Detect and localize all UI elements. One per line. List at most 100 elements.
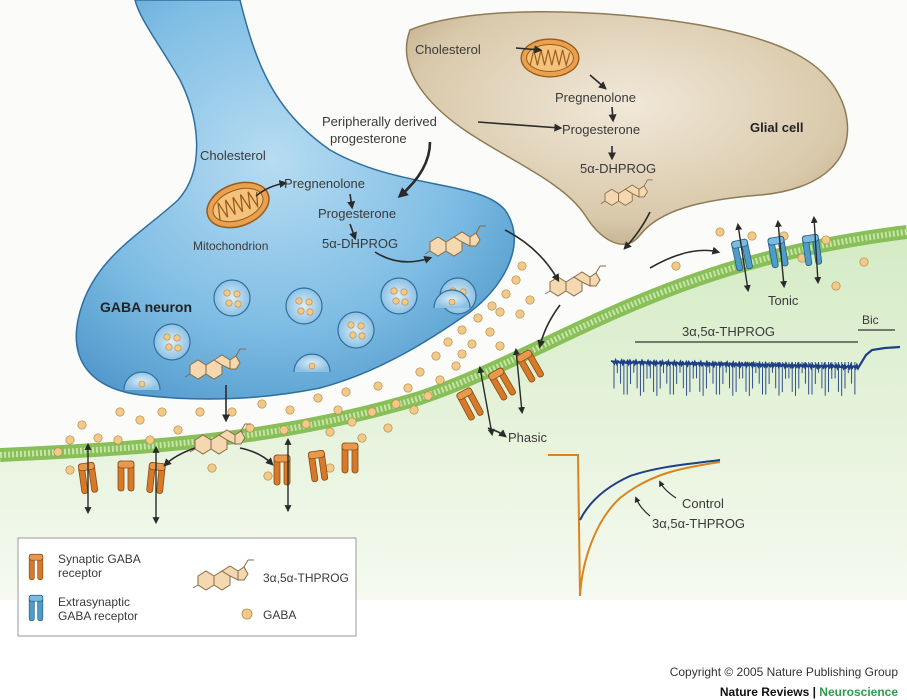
- gaba-dot: [451, 361, 461, 371]
- gaba-dot: [487, 301, 497, 311]
- legend-synaptic-line2: receptor: [58, 566, 102, 580]
- mitochondrion-glial-icon: [520, 38, 580, 78]
- gaba-dot: [145, 435, 155, 445]
- gaba-dot: [391, 399, 401, 409]
- gaba-dot: [467, 339, 477, 349]
- pathway-arrows: [163, 45, 721, 467]
- label-dhprog-glial: 5α-DHPROG: [580, 161, 656, 176]
- legend-synaptic-line1: Synaptic GABA: [58, 552, 141, 566]
- gaba-dot: [53, 447, 63, 457]
- legend-extrasynaptic-line2: GABA receptor: [58, 609, 138, 623]
- ion-flow-arrow: [735, 222, 751, 293]
- gaba-dot: [325, 427, 335, 437]
- gaba-dot: [279, 425, 289, 435]
- gaba-dot: [485, 327, 495, 337]
- gaba-dot: [715, 227, 725, 237]
- ion-flow-arrow: [774, 219, 788, 289]
- label-pregnenolone-neuron: Pregnenolone: [284, 176, 365, 191]
- label-dhprog-neuron: 5α-DHPROG: [322, 236, 398, 251]
- gaba-dot: [157, 407, 167, 417]
- label-cholesterol-neuron: Cholesterol: [200, 148, 266, 163]
- label-peripheral-1: Peripherally derived: [322, 114, 437, 129]
- gaba-dot: [423, 391, 433, 401]
- vesicle: [380, 277, 418, 315]
- label-progesterone-neuron: Progesterone: [318, 206, 396, 221]
- gaba-dot: [113, 435, 123, 445]
- label-control: Control: [682, 496, 724, 511]
- gaba-dot: [525, 295, 535, 305]
- gaba-dot: [431, 351, 441, 361]
- copyright: Copyright © 2005 Nature Publishing Group: [670, 665, 899, 679]
- gaba-dot: [227, 407, 237, 417]
- label-thprog-trace: 3α,5α-THPROG: [652, 516, 745, 531]
- gaba-dot: [457, 349, 467, 359]
- vesicles: [123, 277, 477, 391]
- journal-section: Neuroscience: [819, 685, 898, 699]
- label-peripheral-2: progesterone: [330, 131, 407, 146]
- gaba-dot: [821, 235, 831, 245]
- gaba-dot: [301, 419, 311, 429]
- label-gaba-neuron: GABA neuron: [100, 299, 192, 315]
- gaba-dots: [53, 227, 869, 481]
- gaba-dot: [341, 387, 351, 397]
- gaba-dot: [443, 337, 453, 347]
- fusing-vesicle: [293, 353, 331, 373]
- ion-flow-arrow: [810, 215, 822, 285]
- gaba-dot: [195, 407, 205, 417]
- tonic-current-trace: [610, 345, 901, 396]
- journal-brand: Nature Reviews | Neuroscience: [720, 685, 898, 699]
- gaba-dot: [517, 261, 527, 271]
- gaba-dot: [263, 471, 273, 481]
- fusing-vesicle: [433, 289, 471, 309]
- gaba-dot: [383, 423, 393, 433]
- vesicle: [337, 311, 375, 349]
- receptors: [77, 215, 823, 525]
- label-mitochondrion: Mitochondrion: [193, 239, 268, 253]
- gaba-dot: [457, 325, 467, 335]
- legend-gaba: GABA: [263, 608, 296, 622]
- gaba-dot: [403, 383, 413, 393]
- vesicle: [285, 287, 323, 325]
- gaba-dot: [473, 313, 483, 323]
- fusing-vesicle: [123, 371, 161, 391]
- gaba-dot: [671, 261, 681, 271]
- gaba-dot: [409, 405, 419, 415]
- gaba-dot: [245, 423, 255, 433]
- gaba-dot: [415, 367, 425, 377]
- gaba-dot: [373, 381, 383, 391]
- gaba-dot: [65, 465, 75, 475]
- journal-separator: |: [809, 685, 819, 699]
- gaba-dot: [367, 407, 377, 417]
- legend-thprog: 3α,5α-THPROG: [263, 571, 349, 585]
- label-cholesterol-glial: Cholesterol: [415, 42, 481, 57]
- gaba-dot: [173, 425, 183, 435]
- label-tonic: Tonic: [768, 293, 799, 308]
- gaba-dot: [93, 433, 103, 443]
- label-pregnenolone-glial: Pregnenolone: [555, 90, 636, 105]
- gaba-dot: [435, 375, 445, 385]
- gaba-dot: [135, 415, 145, 425]
- gaba-dot: [747, 231, 757, 241]
- phasic-current-traces: [548, 454, 721, 597]
- label-progesterone-glial: Progesterone: [562, 122, 640, 137]
- gaba-dot: [859, 257, 869, 267]
- gaba-dot: [495, 307, 505, 317]
- gaba-dot: [207, 463, 217, 473]
- gaba-dot: [65, 435, 75, 445]
- journal-name: Nature Reviews: [720, 685, 810, 699]
- label-thprog-bar: 3α,5α-THPROG: [682, 324, 775, 339]
- gaba-dot: [501, 289, 511, 299]
- label-phasic: Phasic: [508, 430, 548, 445]
- gaba-dot: [77, 420, 87, 430]
- gaba-dot: [285, 405, 295, 415]
- gaba-dot: [511, 275, 521, 285]
- gaba-dot: [357, 433, 367, 443]
- gaba-dot: [313, 393, 323, 403]
- gaba-dot: [347, 417, 357, 427]
- ion-flow-arrow: [512, 347, 526, 415]
- gaba-dot: [333, 405, 343, 415]
- gaba-dot: [515, 309, 525, 319]
- legend-box: [17, 537, 357, 637]
- legend-gaba-dot: [241, 608, 253, 620]
